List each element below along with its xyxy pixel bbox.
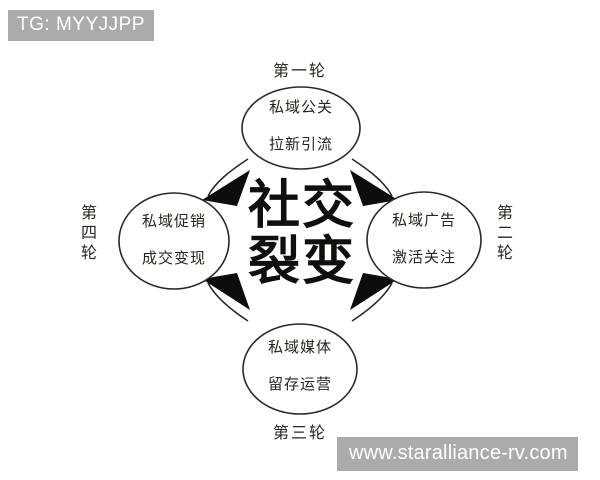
center-title-line-2: 裂变 (247, 231, 356, 293)
arrowhead-bottom-to-left (202, 273, 250, 310)
connector-arc-left-to-top (207, 158, 249, 197)
node-circle-right[interactable] (366, 191, 482, 289)
arrowhead-top-to-right (350, 170, 398, 206)
connector-arc-right-to-bottom (351, 282, 393, 322)
center-title-line-1: 社交 (247, 175, 356, 236)
round-label-third: 第三轮 (272, 423, 327, 442)
connector-arc-top-to-right (351, 158, 393, 197)
round-label-second: 第二轮 (494, 204, 513, 264)
node-circle-bottom[interactable] (242, 323, 358, 415)
arrowhead-left-to-top (202, 170, 250, 206)
connector-arc-bottom-to-left (207, 282, 249, 322)
node-circle-top[interactable] (241, 86, 361, 170)
telegram-watermark: TG: MYYJJPP (8, 10, 154, 41)
site-watermark: www.staralliance-rv.com (337, 437, 578, 471)
round-label-fourth: 第四轮 (78, 204, 97, 264)
node-circle-left[interactable] (118, 192, 230, 290)
arrowhead-right-to-bottom (350, 273, 398, 310)
center-title: 社交 裂变 (228, 175, 376, 293)
round-label-first: 第一轮 (272, 61, 327, 80)
